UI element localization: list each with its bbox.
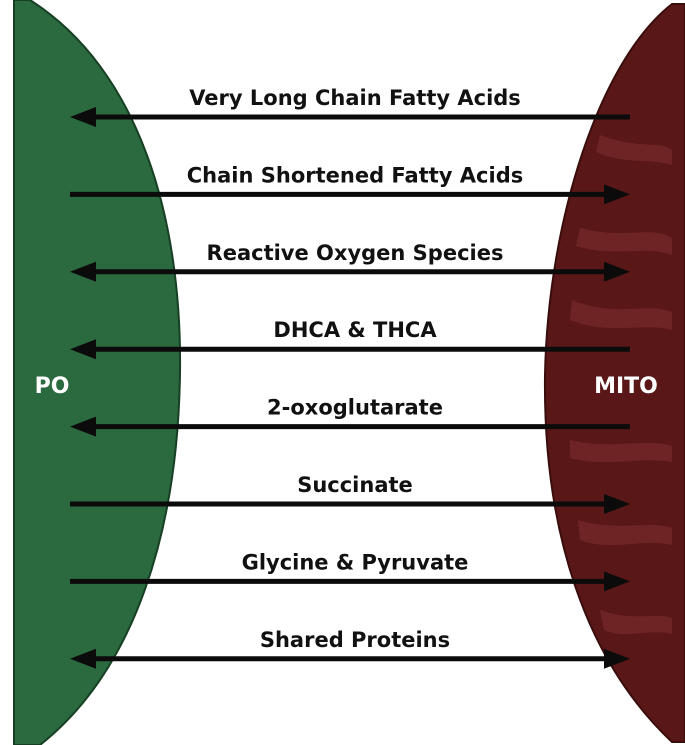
mitochondrion-label: MITO <box>594 374 658 399</box>
exchange-label: Very Long Chain Fatty Acids <box>189 86 521 110</box>
peroxisome-shape <box>14 0 180 745</box>
peroxisome-label: PO <box>35 374 70 399</box>
exchange-label: Succinate <box>297 473 413 497</box>
exchange-label: DHCA & THCA <box>273 318 437 342</box>
exchange-very-long-chain-fatty-acids: Very Long Chain Fatty Acids <box>70 86 630 127</box>
peroxisome-organelle: PO <box>14 0 180 745</box>
exchange-label: Shared Proteins <box>260 628 450 652</box>
exchange-label: Reactive Oxygen Species <box>207 241 504 265</box>
exchange-label: 2-oxoglutarate <box>267 396 443 420</box>
exchange-label: Glycine & Pyruvate <box>242 550 469 574</box>
exchange-shared-proteins: Shared Proteins <box>70 628 630 669</box>
exchange-label: Chain Shortened Fatty Acids <box>187 163 523 187</box>
